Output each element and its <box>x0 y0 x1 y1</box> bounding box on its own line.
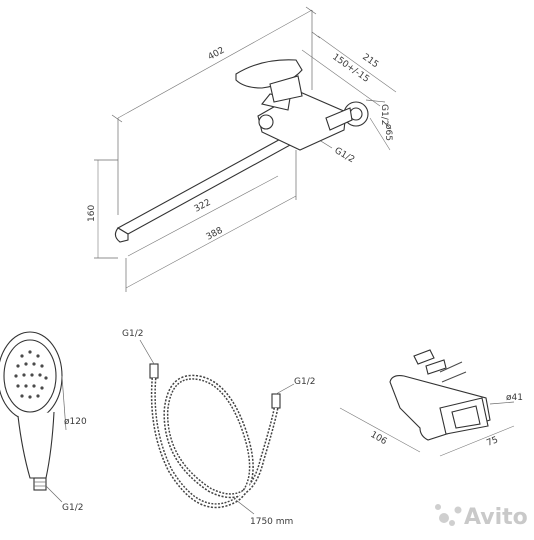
dim-flange-label: ø65 <box>383 124 393 141</box>
avito-watermark: Avito <box>435 504 528 530</box>
dim-hose-length-label: 1750 mm <box>250 517 293 527</box>
dim-holder-length-label: 106 <box>369 430 389 447</box>
screws-icon <box>413 349 467 383</box>
dim-402-label: 402 <box>207 46 227 63</box>
hand-shower-drawing: ø120 G1/2 <box>0 331 87 513</box>
faucet-drawing: 402 215 150+/-15 G1/2 ø65 G1/2 160 322 3… <box>87 6 397 292</box>
dim-holder-diameter-label: ø41 <box>506 393 523 403</box>
watermark-text: Avito <box>464 505 528 530</box>
dim-thread-top-label: G1/2 <box>379 104 389 125</box>
dim-holder-width-label: 75 <box>485 435 499 449</box>
dim-160-label: 160 <box>87 205 97 222</box>
hose-coil-shape <box>150 374 279 509</box>
dim-shower-thread-label: G1/2 <box>62 503 83 513</box>
dim-322-label: 322 <box>193 198 213 215</box>
dim-hose-thread-left-label: G1/2 <box>122 329 143 339</box>
hose-drawing: G1/2 G1/2 1750 mm <box>122 329 315 527</box>
avito-dots-icon <box>435 504 462 526</box>
holder-drawing: 106 75 ø41 <box>339 349 523 457</box>
dim-hose-thread-right-label: G1/2 <box>294 377 315 387</box>
dim-thread-bottom-label: G1/2 <box>333 146 357 165</box>
shower-nozzles-icon <box>14 350 48 399</box>
dim-shower-diameter-label: ø120 <box>64 417 87 427</box>
dim-215-label: 215 <box>360 52 380 70</box>
spout-shape <box>116 135 293 235</box>
